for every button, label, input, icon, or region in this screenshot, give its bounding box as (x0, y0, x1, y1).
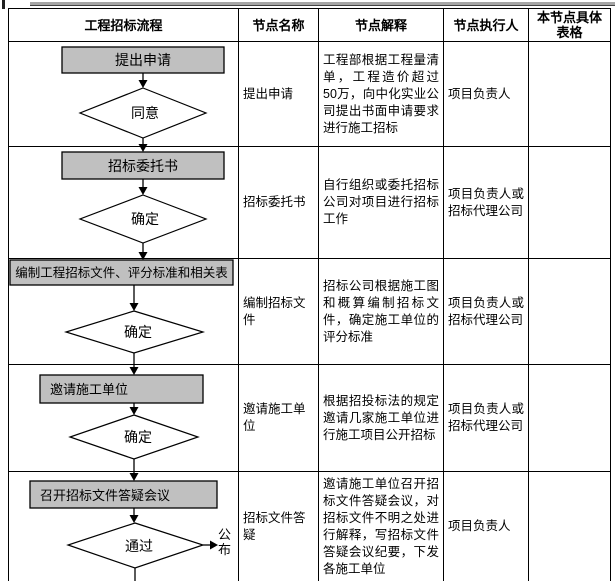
node-name-cell: 邀请施工单位 (238, 364, 319, 472)
publish-label: 公布 (218, 527, 232, 557)
top-edge-artifact (30, 2, 615, 5)
flow-cell-1 (8, 41, 239, 147)
forms-cell (528, 41, 611, 147)
forms-cell (528, 364, 611, 472)
node-name-cell: 招标文件答疑 (238, 471, 319, 581)
flow-cell-3 (8, 258, 239, 365)
executor-cell: 项目负责人或招标代理公司 (443, 364, 529, 472)
explanation-cell: 自行组织或委托招标公司对项目进行招标工作 (318, 146, 444, 259)
explanation-cell: 邀请施工单位召开招标文件答疑会议，对招标文件不明之处进行解释，写招标文件答疑会议… (318, 471, 444, 581)
forms-cell (528, 146, 611, 259)
flow-cell-4 (8, 364, 239, 472)
executor-cell: 项目负责人 (443, 471, 529, 581)
node-name-cell: 编制招标文件 (238, 258, 319, 365)
table-row: 招标文件答疑 邀请施工单位召开招标文件答疑会议，对招标文件不明之处进行解释，写招… (8, 471, 611, 581)
executor-cell: 项目负责人或招标代理公司 (443, 146, 529, 259)
table-row: 招标委托书 自行组织或委托招标公司对项目进行招标工作 项目负责人或招标代理公司 (8, 146, 611, 259)
node-name-cell: 招标委托书 (238, 146, 319, 259)
explanation-cell: 工程部根据工程量清单，工程造价超过 50万，向中化实业公司提出书面申请要求进行施… (318, 41, 444, 147)
forms-cell (528, 258, 611, 365)
header-cell-node-name: 节点名称 (238, 8, 319, 42)
explanation-cell: 根据招投标法的规定邀请几家施工单位进行施工项目公开招标 (318, 364, 444, 472)
table-row: 提出申请 工程部根据工程量清单，工程造价超过 50万，向中化实业公司提出书面申请… (8, 41, 611, 147)
top-edge-artifact-line (30, 5, 615, 6)
flow-cell-5 (8, 471, 239, 581)
process-table: 工程招标流程 节点名称 节点解释 节点执行人 本节点具体表格 提出申请 工程部根… (8, 8, 611, 581)
header-cell-flow: 工程招标流程 (8, 8, 239, 42)
header-cell-explanation: 节点解释 (318, 8, 444, 42)
table-row: 编制招标文件 招标公司根据施工图和概算编制招标文件，确定施工单位的评分标准 项目… (8, 258, 611, 365)
node-name-cell: 提出申请 (238, 41, 319, 147)
header-cell-forms: 本节点具体表格 (528, 8, 611, 42)
header-cell-executor: 节点执行人 (443, 8, 529, 42)
forms-cell (528, 471, 611, 581)
flow-cell-2 (8, 146, 239, 259)
executor-cell: 项目负责人或招标代理公司 (443, 258, 529, 365)
explanation-cell: 招标公司根据施工图和概算编制招标文件，确定施工单位的评分标准 (318, 258, 444, 365)
header-row: 工程招标流程 节点名称 节点解释 节点执行人 本节点具体表格 (8, 8, 611, 42)
table-row: 邀请施工单位 根据招投标法的规定邀请几家施工单位进行施工项目公开招标 项目负责人… (8, 364, 611, 472)
top-left-artifact (2, 0, 5, 9)
executor-cell: 项目负责人 (443, 41, 529, 147)
